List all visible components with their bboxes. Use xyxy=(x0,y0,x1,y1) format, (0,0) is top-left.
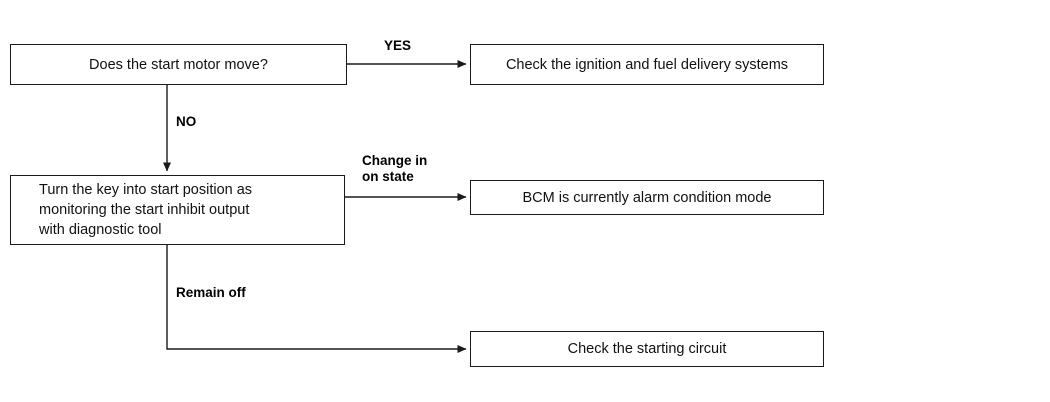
node-label-check-ignition-fuel: Check the ignition and fuel delivery sys… xyxy=(505,56,789,73)
edge-label-change-in-on-state: Change in on state xyxy=(362,153,428,184)
node-label-check-starting-circuit: Check the starting circuit xyxy=(567,341,727,357)
edge-label-yes: YES xyxy=(384,38,412,53)
node-label-bcm-alarm-condition: BCM is currently alarm condition mode xyxy=(522,189,772,206)
node-check-starting-circuit[interactable]: Check the starting circuit xyxy=(470,331,824,367)
node-label-turn-key-monitor: Turn the key into start position as moni… xyxy=(39,182,253,238)
edge-label-no: NO xyxy=(176,114,197,129)
node-label-question-start-motor: Does the start motor move? xyxy=(89,56,268,73)
node-bcm-alarm-condition[interactable]: BCM is currently alarm condition mode xyxy=(470,180,824,215)
node-turn-key-monitor[interactable]: Turn the key into start position as moni… xyxy=(10,175,345,245)
node-check-ignition-fuel[interactable]: Check the ignition and fuel delivery sys… xyxy=(470,44,824,85)
edge-label-remain-off: Remain off xyxy=(176,285,246,300)
node-question-start-motor[interactable]: Does the start motor move? xyxy=(10,44,347,85)
